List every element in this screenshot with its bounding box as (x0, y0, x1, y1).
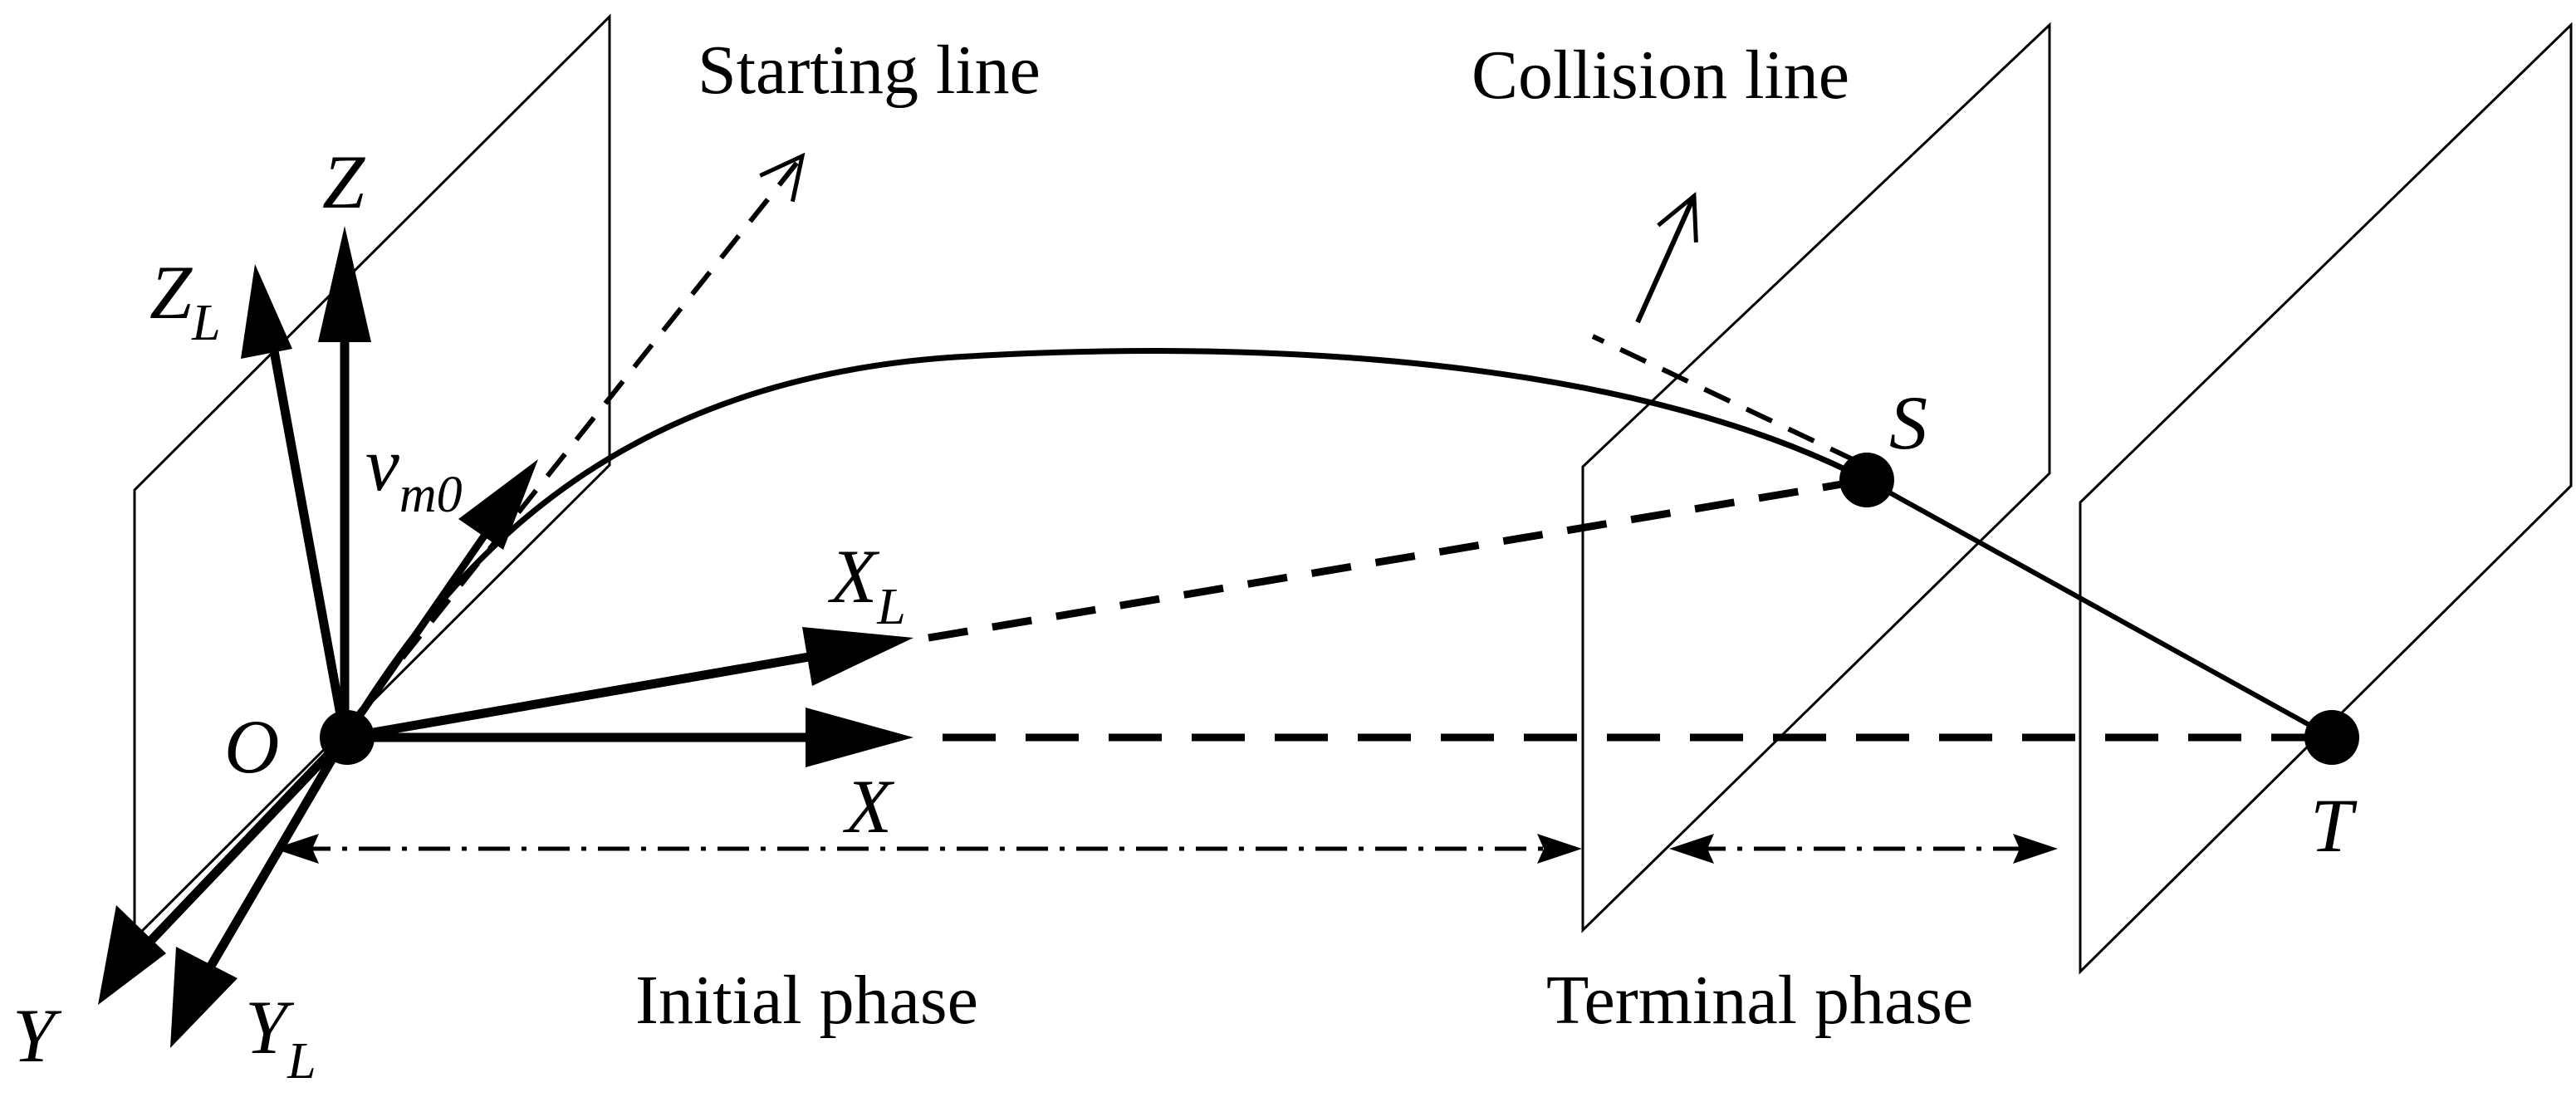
zl-axis-arrowhead (241, 264, 292, 359)
z-axis-label: Z (322, 140, 365, 224)
origin-label: O (224, 704, 279, 789)
trajectory-curve (342, 348, 1868, 739)
point-t (2304, 710, 2359, 765)
starting-line-dashed (342, 156, 802, 732)
point-t-label: T (2310, 783, 2358, 868)
yl-axis-letter: Y (245, 985, 295, 1070)
y-axis-label: Y (12, 993, 62, 1078)
starting-line-label: Starting line (698, 32, 1041, 109)
xl-axis-letter: X (827, 534, 880, 619)
collision-line-label: Collision line (1472, 37, 1849, 114)
z-axis-arrowhead (318, 226, 371, 342)
yl-axis-subscript: L (286, 1033, 316, 1090)
collision-line-dashed (1591, 334, 1858, 463)
point-s-label: S (1889, 380, 1927, 465)
vm0-label: vm0 (365, 422, 463, 523)
vm0-arrowhead (458, 459, 538, 550)
xl-axis-arrow (344, 651, 815, 742)
start-plane (133, 13, 611, 942)
vm0-symbol: v (365, 422, 399, 507)
x-axis-arrowhead (806, 708, 913, 767)
zl-axis-subscript: L (191, 295, 220, 351)
x-axis-label: X (842, 764, 895, 849)
origin-point (320, 710, 375, 765)
point-s (1839, 453, 1894, 507)
xl-axis-subscript: L (876, 579, 905, 635)
collision-line-arrow (1635, 196, 1694, 324)
collision-plane-front (1581, 22, 2051, 933)
zl-axis-label: ZL (149, 250, 221, 351)
yl-axis-arrow (203, 735, 349, 974)
initial-phase-arrow-left (274, 834, 319, 864)
xl-axis-arrowhead (802, 627, 913, 686)
terminal-phase-arrow-right (2013, 834, 2058, 864)
terminal-phase-label: Terminal phase (1546, 962, 1973, 1039)
collision-plane-rear (2079, 22, 2573, 975)
xl-dashed-extension (928, 476, 1868, 642)
xl-axis-label: XL (827, 534, 906, 635)
yl-axis-arrowhead (170, 947, 238, 1048)
vm0-arrow-shaft (341, 519, 497, 740)
terminal-phase-arrow-left (1669, 834, 1714, 864)
zl-axis-arrow (265, 327, 350, 738)
zl-axis-letter: Z (149, 250, 193, 335)
yl-axis-label: YL (245, 985, 316, 1090)
y-axis-arrow (138, 734, 348, 954)
vm0-subscript: m0 (399, 467, 463, 523)
initial-phase-arrow-right (1537, 834, 1582, 864)
initial-phase-label: Initial phase (635, 962, 978, 1039)
y-axis-arrowhead (98, 905, 166, 1005)
s-to-t-line (1865, 478, 2334, 740)
